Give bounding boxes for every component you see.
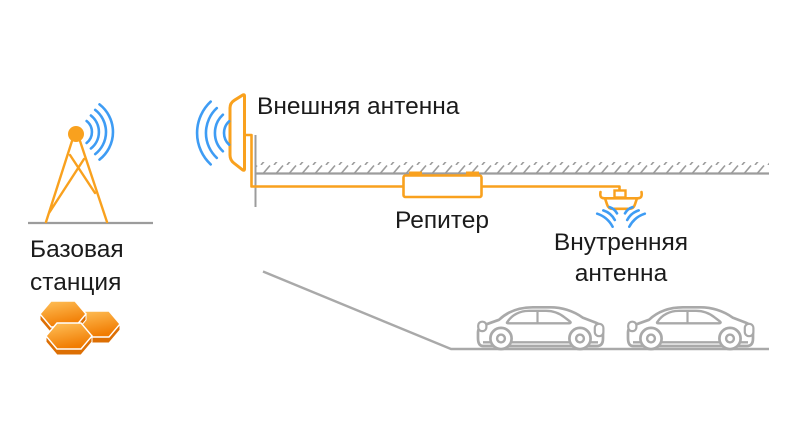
ceiling-hatching (256, 162, 769, 173)
ramp-and-floor-line (262, 270, 769, 351)
radio-waves-icon (195, 100, 231, 166)
parked-cars-group (476, 305, 755, 351)
repeater-label: Репитер (395, 207, 490, 234)
radio-waves-icon (85, 103, 115, 161)
repeater-system-group (195, 93, 647, 228)
ceiling-antenna-icon (599, 189, 643, 211)
internal-antenna-label: Внутренняя антенна (553, 229, 689, 287)
radio-waves-icon (595, 205, 647, 228)
hex-cells-icon (39, 300, 121, 356)
cell-tower-icon (44, 126, 109, 224)
base-station-group (28, 103, 153, 356)
base-station-label: Базовая станция (30, 236, 124, 296)
external-antenna-label: Внешняя антенна (257, 93, 460, 120)
repeater-box-icon (402, 171, 483, 199)
panel-antenna-icon (228, 93, 246, 172)
repeater-to-antenna-cable (481, 185, 621, 191)
garage-structure (254, 135, 769, 351)
antenna-cable (244, 133, 404, 188)
